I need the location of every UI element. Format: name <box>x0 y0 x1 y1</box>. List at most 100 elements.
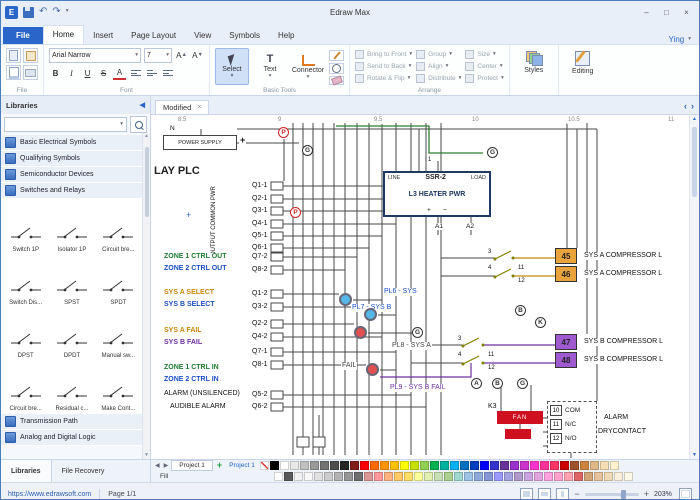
library-item[interactable]: Switches and Relays <box>1 183 143 199</box>
save-icon[interactable] <box>23 7 34 18</box>
user-caret-icon[interactable]: ▾ <box>688 37 691 43</box>
ssr-box[interactable]: LINE SSR-2 LOAD L3 HEATER PWR + − <box>383 171 491 217</box>
color-swatch[interactable] <box>470 461 479 470</box>
color-swatch[interactable] <box>480 461 489 470</box>
color-swatch[interactable] <box>314 472 323 481</box>
color-swatch[interactable] <box>404 472 413 481</box>
color-swatch[interactable] <box>570 461 579 470</box>
zoom-slider[interactable] <box>585 493 639 496</box>
color-swatch[interactable] <box>560 461 569 470</box>
copy-icon[interactable] <box>6 65 21 80</box>
color-swatch[interactable] <box>334 472 343 481</box>
color-swatch[interactable] <box>384 472 393 481</box>
color-swatch[interactable] <box>464 472 473 481</box>
fit-page-icon[interactable] <box>679 488 692 500</box>
color-swatch[interactable] <box>340 461 349 470</box>
color-swatch[interactable] <box>420 461 429 470</box>
shrink-font-button[interactable]: A▼ <box>191 50 204 62</box>
grow-font-button[interactable]: A▲ <box>175 50 188 62</box>
color-swatch[interactable] <box>410 461 419 470</box>
color-swatch[interactable] <box>494 472 503 481</box>
symbol-thumbnail[interactable]: Circuit bre... <box>96 201 141 253</box>
panel-scrollbar[interactable]: ▲ ▼ <box>142 133 150 459</box>
color-swatch[interactable] <box>454 472 463 481</box>
align-right-icon[interactable] <box>161 67 174 79</box>
color-swatch[interactable] <box>524 472 533 481</box>
editing-button[interactable]: Editing <box>564 48 602 85</box>
color-swatch[interactable] <box>440 461 449 470</box>
arrange-button[interactable]: Distribute▾ <box>416 74 461 83</box>
tab-view[interactable]: View <box>185 27 220 44</box>
color-swatch[interactable] <box>530 461 539 470</box>
font-style-button[interactable]: U <box>81 67 94 79</box>
view-full-icon[interactable] <box>556 488 569 500</box>
color-swatch[interactable] <box>504 472 513 481</box>
color-swatch[interactable] <box>364 472 373 481</box>
tab-file[interactable]: File <box>3 27 43 44</box>
color-swatch[interactable] <box>270 461 279 470</box>
document-tab[interactable]: Modified × <box>155 100 209 114</box>
library-item[interactable]: Basic Electrical Symbols <box>1 135 143 151</box>
color-swatch[interactable] <box>554 472 563 481</box>
color-swatch[interactable] <box>500 461 509 470</box>
arrange-button[interactable]: Align▾ <box>416 62 461 71</box>
minimize-button[interactable]: – <box>638 5 655 20</box>
indicator-lamp[interactable] <box>354 326 367 339</box>
user-account-button[interactable]: Ying <box>669 35 685 44</box>
scroll-down-icon[interactable]: ▼ <box>690 451 699 459</box>
redo-icon[interactable]: ↷ <box>52 7 60 17</box>
select-tool-button[interactable]: Select ▾ <box>215 48 249 85</box>
color-swatch[interactable] <box>444 472 453 481</box>
symbol-thumbnail[interactable]: DPDT <box>49 307 94 359</box>
font-style-button[interactable]: A <box>113 66 126 80</box>
color-swatch[interactable] <box>490 461 499 470</box>
color-swatch[interactable] <box>590 461 599 470</box>
arrange-button[interactable]: Size▾ <box>465 50 503 59</box>
page-nav-right-icon[interactable]: ▶ <box>163 462 170 469</box>
scrollbar-thumb[interactable] <box>145 147 149 217</box>
view-normal-icon[interactable] <box>520 488 533 500</box>
library-search-input[interactable]: ▾ <box>4 117 127 132</box>
tab-home[interactable]: Home <box>43 25 84 44</box>
zoom-level[interactable]: 203% <box>654 491 674 498</box>
color-swatch[interactable] <box>274 472 283 481</box>
color-swatch[interactable] <box>400 461 409 470</box>
tab-scroll-left-icon[interactable]: ‹ <box>684 101 687 111</box>
color-swatch[interactable] <box>514 472 523 481</box>
color-swatch[interactable] <box>510 461 519 470</box>
library-item[interactable]: Semiconductor Devices <box>1 167 143 183</box>
paste-icon[interactable] <box>6 48 21 63</box>
font-size-select[interactable]: 7 ▾ <box>144 48 172 63</box>
symbol-thumbnail[interactable]: Circuit bre... <box>3 360 48 412</box>
connector-tool-button[interactable]: Connector ▾ <box>291 48 325 85</box>
arrange-button[interactable]: Group▾ <box>416 50 461 59</box>
website-link[interactable]: https://www.edrawsoft.com <box>8 491 91 498</box>
color-swatch[interactable] <box>564 472 573 481</box>
align-left-icon[interactable] <box>129 67 142 79</box>
panel-tab-file-recovery[interactable]: File Recovery <box>52 460 115 482</box>
color-swatch[interactable] <box>414 472 423 481</box>
color-swatch[interactable] <box>460 461 469 470</box>
indicator-lamp[interactable] <box>364 308 377 321</box>
color-swatch[interactable] <box>600 461 609 470</box>
maximize-button[interactable]: □ <box>658 5 675 20</box>
open-icon[interactable] <box>23 48 38 63</box>
color-swatch[interactable] <box>304 472 313 481</box>
color-swatch[interactable] <box>584 472 593 481</box>
vertical-scrollbar[interactable]: ▲ ▼ <box>689 115 699 459</box>
color-swatch[interactable] <box>434 472 443 481</box>
color-swatch[interactable] <box>430 461 439 470</box>
scroll-up-icon[interactable]: ▲ <box>690 115 699 123</box>
qat-customize-icon[interactable]: ▾ <box>66 9 69 15</box>
color-swatch[interactable] <box>450 461 459 470</box>
arrange-button[interactable]: Send to Back▾ <box>355 62 412 71</box>
library-item[interactable]: Transmission Path <box>1 414 143 430</box>
styles-button[interactable]: Styles <box>515 48 553 85</box>
scroll-down-icon[interactable]: ▼ <box>143 452 150 459</box>
symbol-thumbnail[interactable]: Switch 1P <box>3 201 48 253</box>
drawing-canvas[interactable]: POWER SUPPLY LINE SSR-2 LOAD L3 HEATER P… <box>151 115 699 459</box>
panel-collapse-icon[interactable]: ◀ <box>140 101 145 109</box>
page-tab-project1[interactable]: Project 1 <box>171 460 213 471</box>
pen-tool-icon[interactable] <box>329 50 344 61</box>
color-swatch[interactable] <box>350 461 359 470</box>
